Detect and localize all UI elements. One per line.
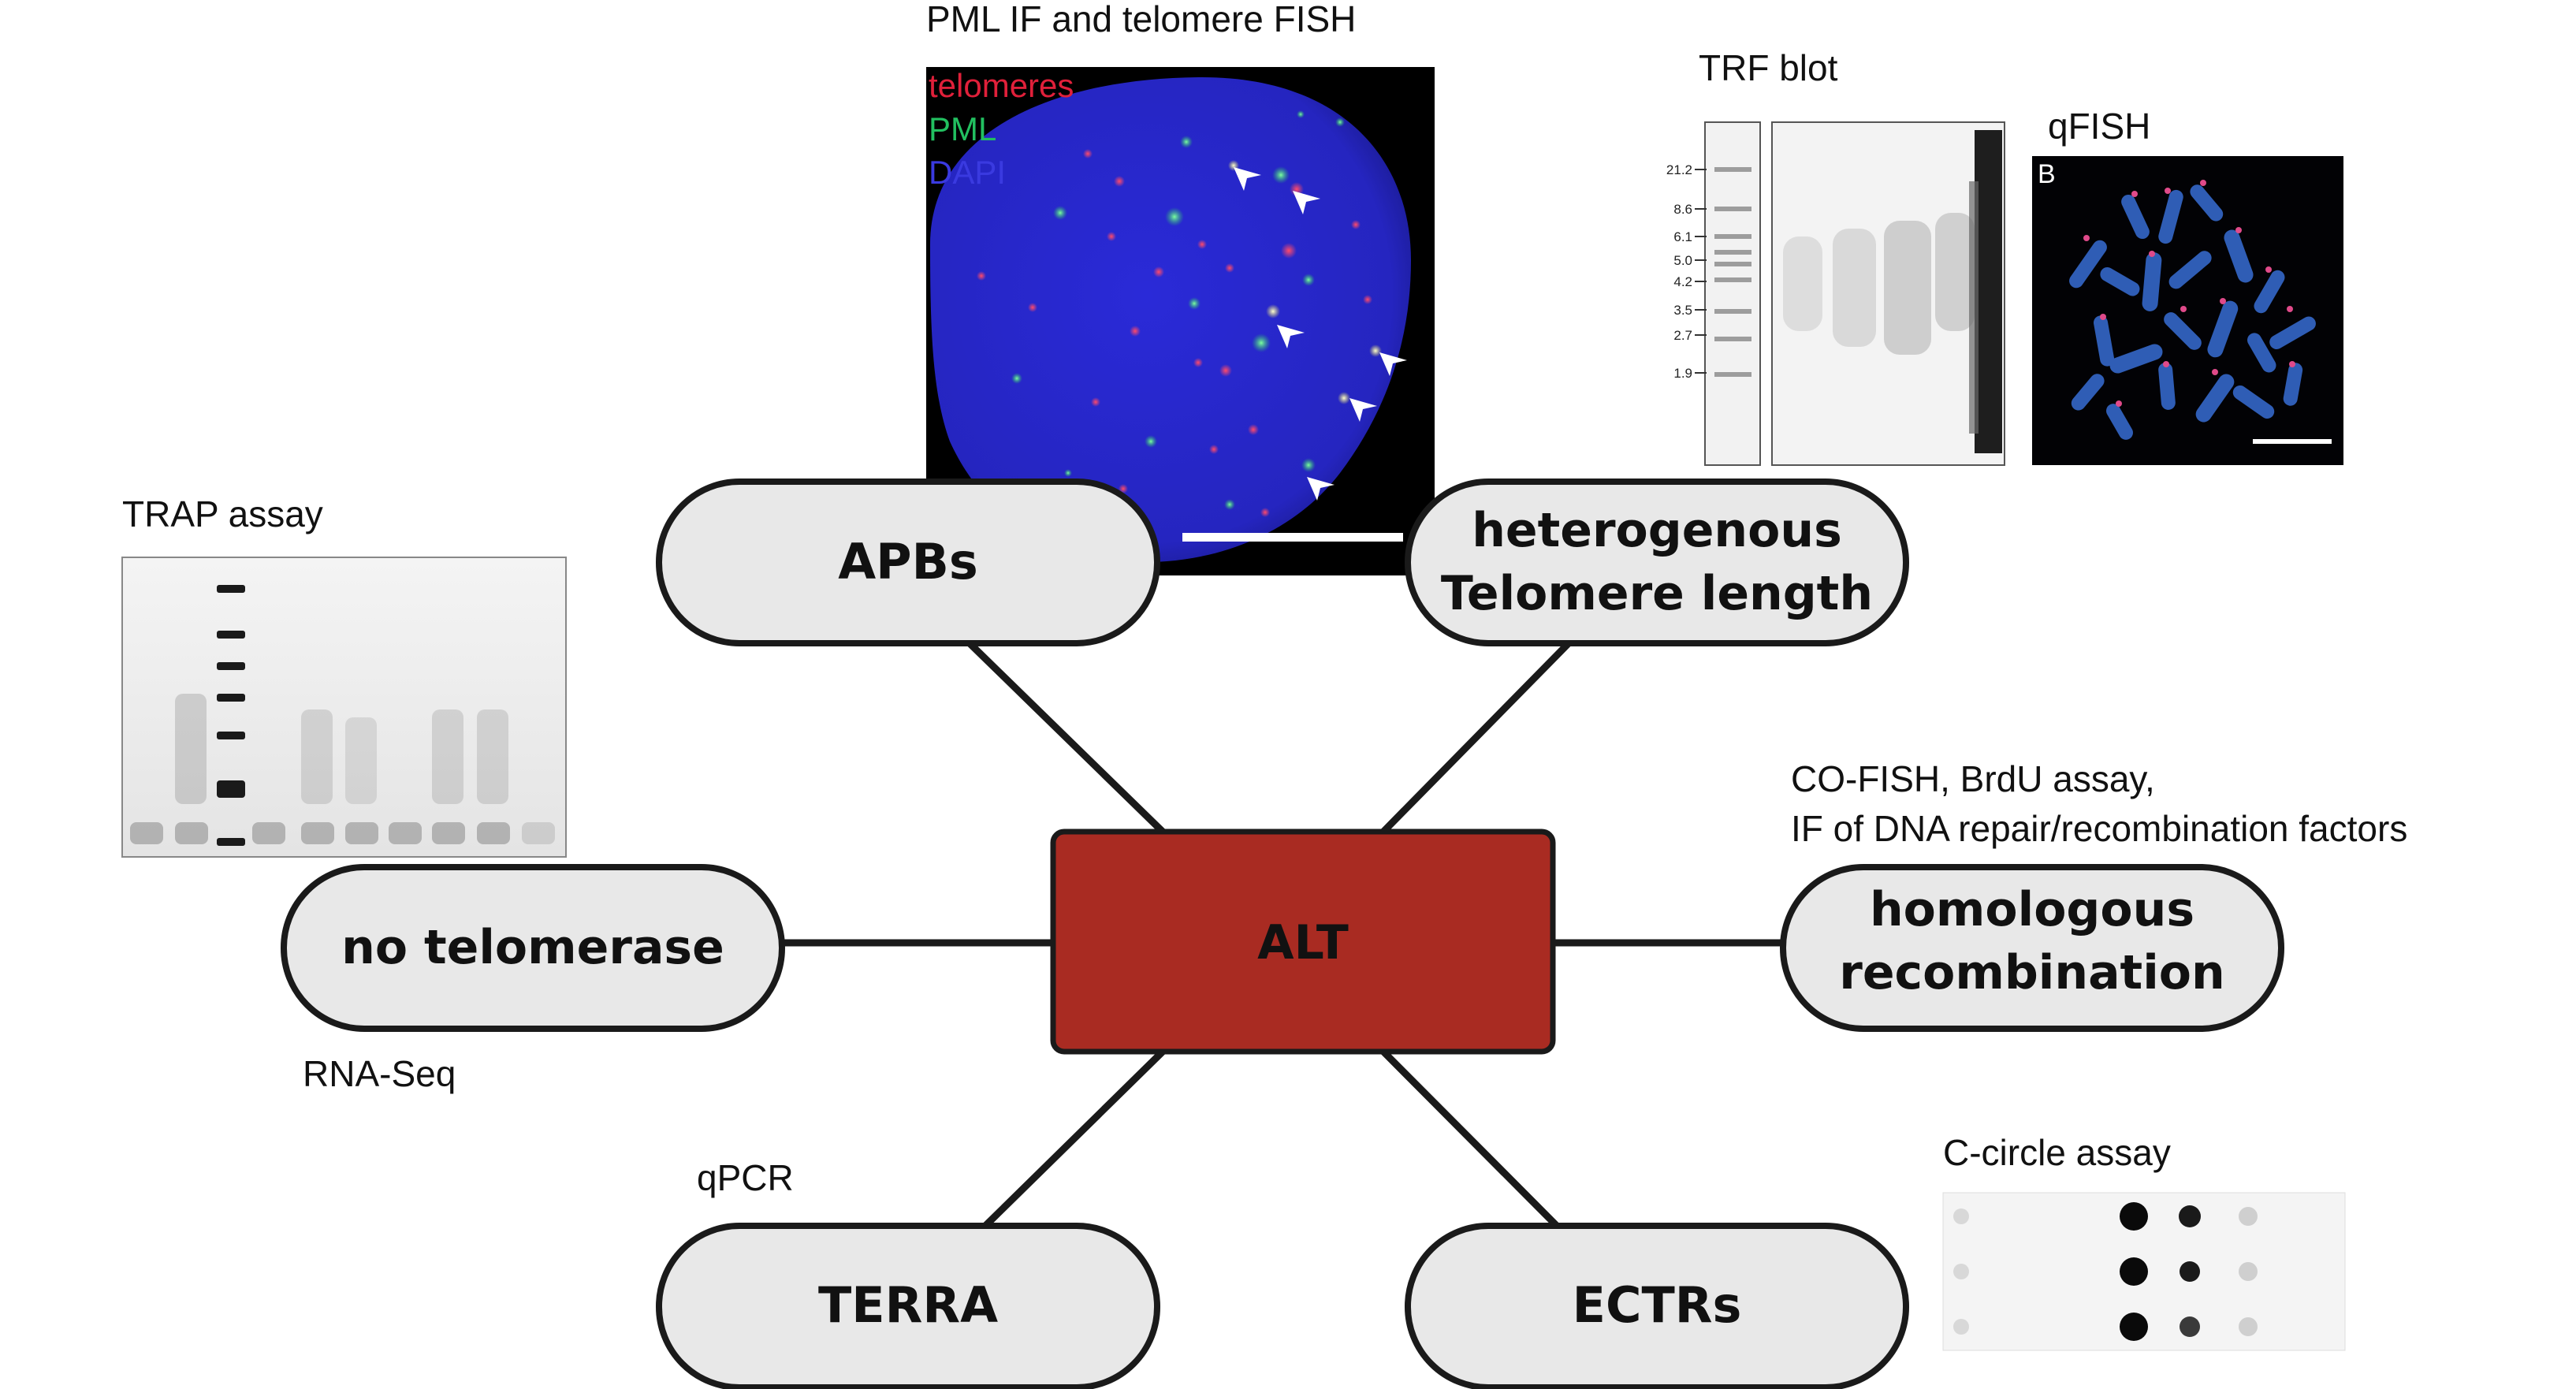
node-homologous-recombination: homologous recombination: [1780, 864, 2284, 1032]
telomere-signals: [2083, 180, 2295, 407]
trf-smears: [1783, 130, 2002, 453]
fish-dots: [977, 110, 1382, 517]
node-apbs: APBs: [656, 479, 1160, 646]
chromosome-spread: [2069, 184, 2316, 440]
trap-lanes: [130, 694, 555, 844]
trap-ladder: [217, 585, 245, 846]
trf-blot-image: 21.2 8.6 6.1 5.0 4.2 3.5 2.7 1.9: [1666, 121, 2005, 466]
captions: PML IF and telomere FISH TRF blot qFISH …: [122, 0, 2407, 1198]
pml-fish-image: telomeres PML DAPI: [926, 67, 1435, 575]
caption-pml-fish: PML IF and telomere FISH: [926, 0, 1356, 39]
scale-bar: [1182, 533, 1403, 542]
line-to-apbs: [966, 640, 1166, 835]
caption-qpcr: qPCR: [697, 1157, 794, 1198]
c-circle-image: [1942, 1192, 2346, 1351]
qfish-panel-label: B: [2038, 159, 2056, 189]
trf-ladder-bands: [1714, 167, 1751, 377]
line-to-telomere-length: [1380, 640, 1572, 835]
svg-text:2.7: 2.7: [1673, 328, 1692, 343]
trf-markers: 21.2 8.6 6.1 5.0 4.2 3.5 2.7 1.9: [1666, 162, 1692, 381]
apbs-label: APBs: [838, 533, 978, 590]
svg-text:3.5: 3.5: [1673, 303, 1692, 318]
legend-telomeres: telomeres: [929, 67, 1074, 104]
trap-assay-image: [121, 557, 567, 858]
caption-qfish: qFISH: [2048, 106, 2150, 147]
qfish-scale-bar: [2253, 439, 2332, 444]
alt-center-box: ALT: [1050, 829, 1556, 1055]
svg-text:1.9: 1.9: [1673, 366, 1692, 381]
caption-trf-blot: TRF blot: [1699, 47, 1838, 88]
connector-lines: [784, 640, 1783, 1229]
svg-text:5.0: 5.0: [1673, 253, 1692, 268]
svg-text:8.6: 8.6: [1673, 202, 1692, 217]
node-telomere-length: heterogenous Telomere length: [1405, 479, 1909, 646]
c-circle-dots: [1953, 1202, 2258, 1341]
legend-dapi: DAPI: [929, 154, 1006, 191]
node-no-telomerase: no telomerase: [281, 864, 785, 1032]
caption-trap-assay: TRAP assay: [122, 493, 323, 534]
svg-text:4.2: 4.2: [1673, 274, 1692, 289]
svg-text:6.1: 6.1: [1673, 229, 1692, 244]
homologous-label-line1: homologous: [1870, 882, 2194, 937]
legend-pml: PML: [929, 110, 996, 147]
node-ectrs: ECTRs: [1405, 1223, 1909, 1389]
no-telomerase-label: no telomerase: [341, 920, 724, 975]
caption-cofish-line1: CO-FISH, BrdU assay,: [1791, 758, 2155, 799]
caption-cofish-line2: IF of DNA repair/recombination factors: [1791, 808, 2407, 849]
arrowhead-markers: [1234, 167, 1407, 501]
qfish-image: B: [2032, 156, 2343, 465]
homologous-label-line2: recombination: [1839, 945, 2225, 1000]
svg-text:21.2: 21.2: [1666, 162, 1692, 177]
node-terra: TERRA: [656, 1223, 1160, 1389]
terra-label: TERRA: [818, 1276, 998, 1334]
caption-c-circle: C-circle assay: [1943, 1132, 2171, 1173]
line-to-terra: [982, 1048, 1166, 1229]
telomere-length-label-line1: heterogenous: [1472, 503, 1842, 558]
nucleus: [930, 76, 1411, 563]
alt-label: ALT: [1257, 915, 1349, 970]
line-to-ectrs: [1380, 1048, 1560, 1229]
ectrs-label: ECTRs: [1573, 1276, 1742, 1334]
telomere-length-label-line2: Telomere length: [1441, 566, 1873, 621]
caption-rna-seq: RNA-Seq: [303, 1053, 456, 1094]
